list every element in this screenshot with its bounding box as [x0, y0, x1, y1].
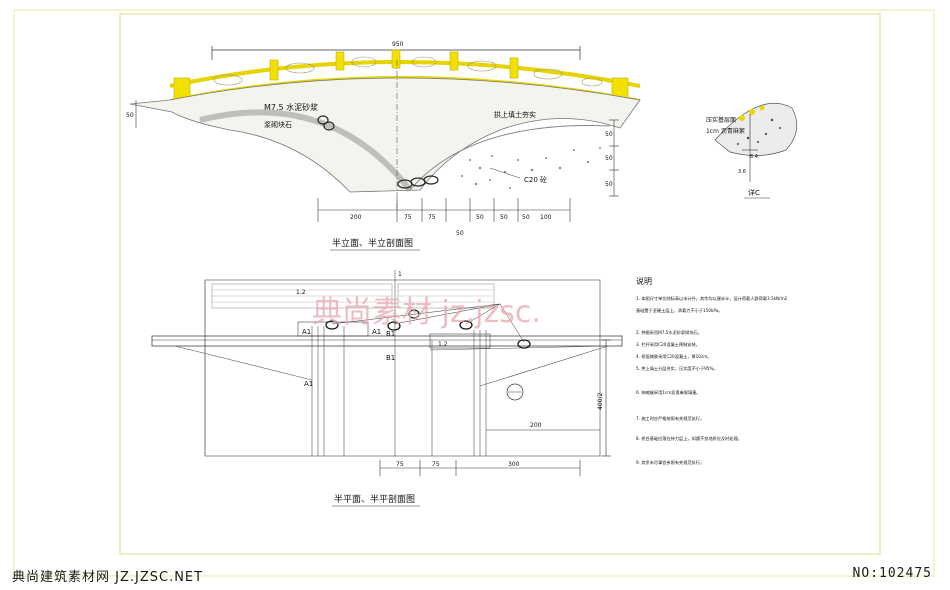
plan-mark-b1-2: B1 — [386, 354, 395, 362]
inner-frame — [119, 13, 881, 555]
dim-right-2: 50 — [605, 155, 613, 162]
plan-mark-a1-2: A1 — [304, 380, 313, 388]
bottom-plan: A1 A1 A1 B1 B1 1.2 1.2 1 400/2 200 75 75… — [151, 270, 623, 507]
dim-bottom-3: 75 — [428, 214, 436, 221]
dim-left: 50 — [126, 112, 134, 119]
detail-dim-1: 6.4 — [750, 154, 758, 160]
dim-bottom-7: 100 — [540, 214, 552, 221]
plan-mark-12-1: 1.2 — [296, 289, 306, 296]
dim-bottom-1: 200 — [350, 214, 362, 221]
detail-dim-2: 3.6 — [738, 169, 746, 175]
dim-right-1: 50 — [605, 131, 613, 138]
dim-below: 50 — [456, 230, 464, 237]
notes-item-4: 3. 栏杆采用C20混凝土预制安装。 — [636, 341, 700, 348]
plan-dim-right: 400/2 — [597, 393, 604, 410]
dim-bottom-2: 75 — [404, 214, 412, 221]
detail-note-2: 1cm 沥青麻絮 — [706, 127, 745, 135]
plan-mark-1: 1 — [398, 271, 402, 278]
plan-dim-mid: 200 — [530, 422, 542, 429]
notes-item-8: 7. 施工时应严格按照有关规范执行。 — [636, 415, 704, 422]
outer-frame — [13, 9, 935, 577]
top-elevation-title: 半立面、半立剖面图 — [332, 237, 413, 249]
plan-mark-b1-1: B1 — [386, 330, 395, 338]
label-fill: 拱上填土夯实 — [494, 110, 536, 119]
notes-block: 说明 1. 本图尺寸单位除标高以米计外，其余均以厘米计，设计荷载人群荷载3.5k… — [636, 276, 788, 466]
dim-bottom-5: 50 — [500, 214, 508, 221]
notes-item-10: 9. 其余未尽事宜参照有关规范执行。 — [636, 459, 704, 466]
notes-item-1: 1. 本图尺寸单位除标高以米计外，其余均以厘米计，设计荷载人群荷载3.5kN/m… — [636, 295, 788, 302]
top-elevation: 950 — [126, 41, 641, 251]
dim-bottom-6: 50 — [522, 214, 530, 221]
label-stone: 浆砌块石 — [264, 120, 292, 129]
overall-dim: 950 — [392, 41, 404, 48]
notes-heading: 说明 — [636, 276, 652, 286]
notes-item-3: 2. 拱圈采用M7.5水泥砂浆砌块石。 — [636, 329, 702, 336]
plan-mark-a1-3: A1 — [372, 328, 381, 336]
notes-item-5: 4. 桥面铺装采用C20混凝土，厚10cm。 — [636, 353, 712, 360]
label-mortar: M7.5 水泥砂浆 — [264, 102, 318, 112]
notes-item-7: 6. 伸缩缝采用1cm沥青麻絮填塞。 — [636, 389, 701, 396]
notes-item-9: 8. 桥台基础应落在持力层上，如遇不良地质应及时处理。 — [636, 435, 742, 442]
footer-site-text: 典尚建筑素材网 JZ.JZSC.NET — [12, 570, 204, 585]
watermark: 典尚素材 jz.jzsc. — [312, 295, 541, 330]
dim-right-3: 50 — [605, 181, 613, 188]
footer-number: NO:102475 — [852, 566, 932, 581]
dim-bottom-4: 50 — [476, 214, 484, 221]
plan-mark-12-2: 1.2 — [438, 341, 448, 348]
bottom-plan-title: 半平面、半平剖面图 — [334, 493, 415, 505]
notes-item-6: 5. 拱上填土分层夯实，压实度不小于95%。 — [636, 365, 718, 372]
plan-dim-bottom-2: 75 — [432, 461, 440, 468]
detail-note-1: 压实基层面 — [706, 116, 736, 124]
detail-c: 压实基层面 1cm 沥青麻絮 6.4 3.6 详C — [706, 102, 798, 199]
label-concrete: C20 砼 — [524, 175, 547, 184]
plan-dim-bottom-3: 300 — [508, 461, 520, 468]
notes-item-2: 基础置于坚硬土层上，承载力不小于150kPa。 — [636, 307, 723, 314]
plan-dim-bottom-1: 75 — [396, 461, 404, 468]
detail-title: 详C — [748, 188, 760, 197]
plan-mark-a1-1: A1 — [302, 328, 311, 336]
